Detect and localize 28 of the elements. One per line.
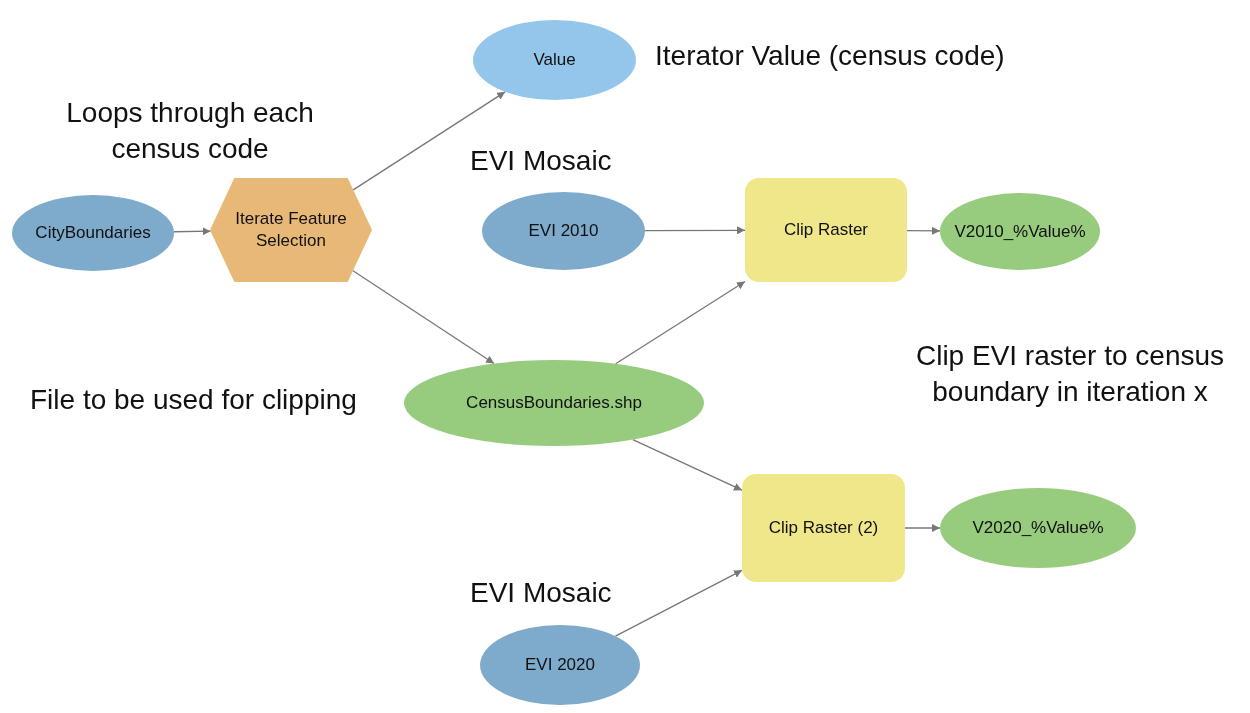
annotation-text: File to be used for clipping — [30, 383, 358, 417]
arrow — [644, 226, 746, 235]
arrow — [615, 280, 746, 365]
arrow — [632, 438, 743, 491]
node-label: V2010_%Value% — [953, 220, 1087, 243]
node-label: CensusBoundaries.shp — [465, 392, 643, 414]
node-label: Value — [532, 49, 577, 71]
tool-box — [742, 474, 905, 582]
tool-box — [745, 178, 907, 282]
node-label: EVI 2010 — [527, 220, 600, 242]
annotation-text: EVI Mosaic — [470, 576, 613, 610]
iterator-hexagon — [210, 178, 372, 282]
node-label: Clip Raster (2) — [767, 517, 880, 539]
arrow — [352, 91, 506, 191]
annotation-text: EVI Mosaic — [470, 144, 613, 178]
arrow — [906, 226, 941, 235]
arrow — [352, 270, 495, 365]
node-label: Clip Raster — [782, 219, 870, 241]
annotation-text: Loops through each census code — [65, 96, 315, 166]
arrow — [614, 569, 743, 637]
node-label: EVI 2020 — [524, 654, 596, 676]
node-label: Iterate Feature Selection — [234, 208, 348, 252]
arrow — [173, 227, 212, 236]
node-label: V2020_%Value% — [971, 517, 1105, 539]
annotation-text: Iterator Value (census code) — [655, 39, 1006, 73]
node-label: CityBoundaries — [34, 222, 152, 244]
annotation-text: Clip EVI raster to census boundary in iteration x — [914, 339, 1226, 409]
arrow — [904, 524, 941, 532]
